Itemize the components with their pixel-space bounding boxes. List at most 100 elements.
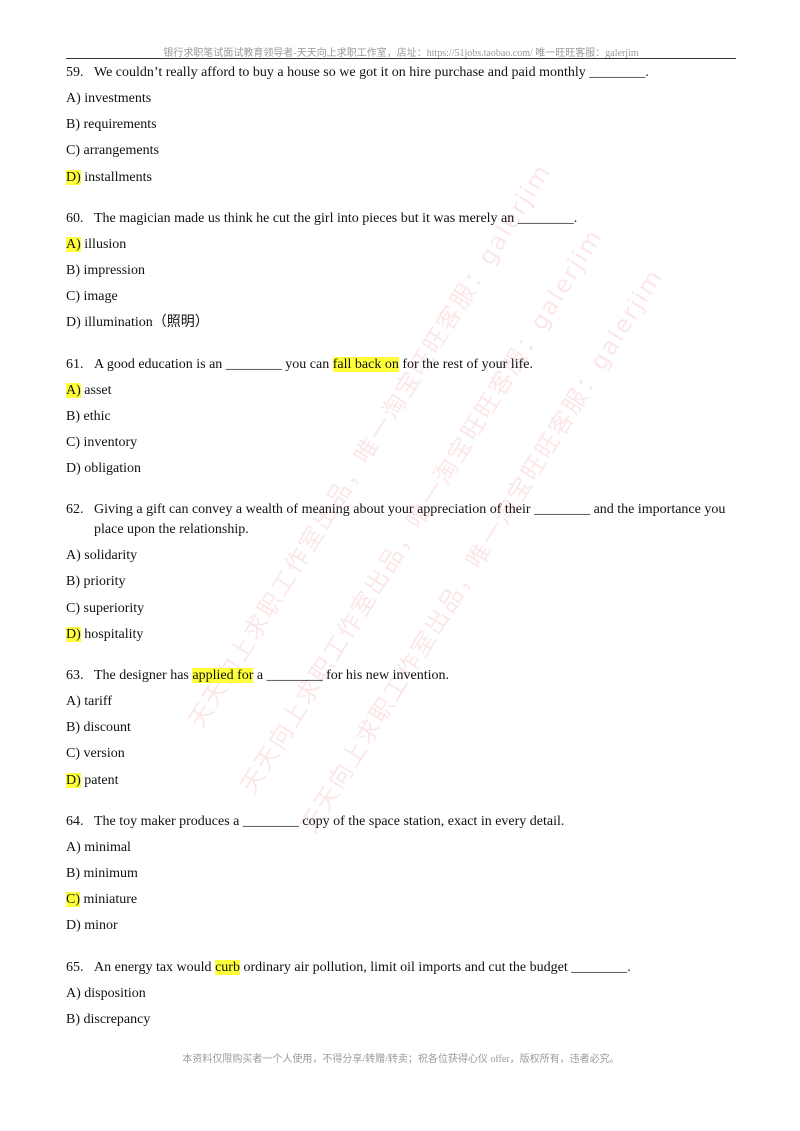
stem-text: ordinary air pollution, limit oil import…	[239, 959, 631, 975]
option-letter: B)	[66, 1011, 80, 1027]
option-text: arrangements	[80, 143, 159, 159]
question-65: 65. An energy tax would curb ordinary air…	[66, 958, 736, 1030]
answer-highlight: D)	[66, 772, 81, 788]
question-stem: 59. We couldn’t really afford to buy a ho…	[66, 63, 736, 83]
option-text: ethic	[80, 408, 111, 424]
option-text: image	[80, 289, 118, 305]
option-text: impression	[80, 262, 145, 278]
option-letter: A)	[66, 548, 81, 564]
question-number: 59.	[66, 65, 84, 80]
option-letter: A)	[66, 694, 81, 709]
question-stem: 61.A good education is an ________ you c…	[66, 355, 736, 375]
option-b: B) ethic	[66, 407, 736, 427]
question-number: 63.	[66, 668, 84, 683]
question-60: 60. The magician made us think he cut the…	[66, 209, 736, 334]
option-letter: C)	[66, 746, 80, 762]
phrase-highlight: applied for	[192, 668, 254, 683]
question-list: 59. We couldn’t really afford to buy a ho…	[66, 63, 736, 1036]
option-a: A) investments	[66, 89, 736, 109]
option-b: B) priority	[66, 572, 736, 592]
option-text: hospitality	[80, 626, 144, 642]
question-stem: 63. The designer has applied for a ______…	[66, 666, 736, 686]
phrase-highlight: fall back on	[332, 356, 399, 372]
question-number: 61.	[66, 356, 84, 372]
question-number: 65.	[66, 959, 84, 975]
option-letter: D)	[66, 315, 81, 331]
question-number: 64.	[66, 813, 84, 829]
option-d: D) hospitality	[66, 625, 736, 645]
answer-highlight: A)	[66, 236, 81, 252]
option-text: superiority	[80, 600, 145, 616]
option-text: tariff	[80, 694, 113, 709]
option-text: discrepancy	[80, 1011, 151, 1027]
option-d: D) minor	[66, 916, 736, 936]
phrase-highlight: curb	[215, 959, 240, 975]
option-a: A) tariff	[66, 692, 736, 712]
header-rule	[66, 58, 736, 59]
stem-text: Giving a gift can convey a wealth of mea…	[94, 502, 726, 538]
option-letter: C)	[66, 143, 80, 159]
question-61: 61.A good education is an ________ you c…	[66, 355, 736, 480]
stem-text: The designer has	[94, 668, 193, 683]
option-text: illumination（照明）	[80, 315, 209, 331]
page-footer: 本资料仅限购买者一个人使用，不得分享/转赠/转卖；祝各位获得心仪 offer，版…	[182, 1054, 620, 1065]
stem-text: The magician made us think he cut the gi…	[94, 210, 578, 226]
option-a: A) illusion	[66, 235, 736, 255]
option-text: asset	[80, 382, 112, 398]
option-letter: B)	[66, 865, 80, 881]
option-text: obligation	[80, 461, 142, 477]
option-d: D) obligation	[66, 459, 736, 479]
option-b: B) minimum	[66, 864, 736, 884]
option-letter: A)	[66, 985, 81, 1001]
stem-text: An energy tax would	[94, 959, 216, 975]
stem-text: The toy maker produces a ________ copy o…	[94, 813, 565, 829]
option-letter: B)	[66, 574, 80, 590]
question-stem: 65. An energy tax would curb ordinary air…	[66, 958, 736, 978]
option-letter: B)	[66, 720, 80, 736]
option-text: discount	[80, 720, 131, 736]
option-a: A) disposition	[66, 984, 736, 1004]
answer-highlight: C)	[66, 892, 80, 908]
option-letter: A)	[66, 839, 81, 855]
option-c: C) image	[66, 287, 736, 307]
option-text: disposition	[80, 985, 146, 1001]
option-text: priority	[80, 574, 126, 590]
question-stem: 62. Giving a gift can convey a wealth of …	[66, 500, 736, 540]
option-a: A) asset	[66, 381, 736, 401]
option-c: C) inventory	[66, 433, 736, 453]
option-letter: C)	[66, 434, 80, 450]
option-text: minor	[80, 918, 118, 934]
stem-text: We couldn’t really afford to buy a house…	[94, 65, 649, 80]
option-text: requirements	[80, 117, 157, 133]
option-text: version	[80, 746, 125, 762]
option-text: solidarity	[80, 548, 138, 564]
option-text: installments	[80, 169, 152, 185]
option-text: illusion	[80, 236, 127, 252]
option-b: B) discrepancy	[66, 1010, 736, 1030]
option-letter: B)	[66, 408, 80, 424]
option-letter: B)	[66, 262, 80, 278]
answer-highlight: D)	[66, 169, 81, 185]
option-d: D) illumination（照明）	[66, 313, 736, 333]
option-c: C) miniature	[66, 890, 736, 910]
option-a: A) solidarity	[66, 546, 736, 566]
option-letter: D)	[66, 461, 81, 477]
option-text: patent	[80, 772, 119, 788]
answer-highlight: D)	[66, 626, 81, 642]
option-d: D) patent	[66, 771, 736, 791]
option-c: C) superiority	[66, 599, 736, 619]
option-letter: D)	[66, 918, 81, 934]
page-header: 银行求职笔试面试教育领导者-天天向上求职工作室，店址：https://51job…	[163, 48, 639, 59]
option-b: B) discount	[66, 718, 736, 738]
option-letter: B)	[66, 117, 80, 133]
option-b: B) impression	[66, 261, 736, 281]
option-letter: A)	[66, 91, 81, 106]
question-64: 64. The toy maker produces a ________ cop…	[66, 812, 736, 937]
question-number: 62.	[66, 502, 84, 518]
option-text: inventory	[80, 434, 138, 450]
question-stem: 60. The magician made us think he cut the…	[66, 209, 736, 229]
question-number: 60.	[66, 210, 84, 226]
question-stem: 64. The toy maker produces a ________ cop…	[66, 812, 736, 832]
option-text: minimum	[80, 865, 138, 881]
stem-text: a ________ for his new invention.	[253, 668, 449, 683]
